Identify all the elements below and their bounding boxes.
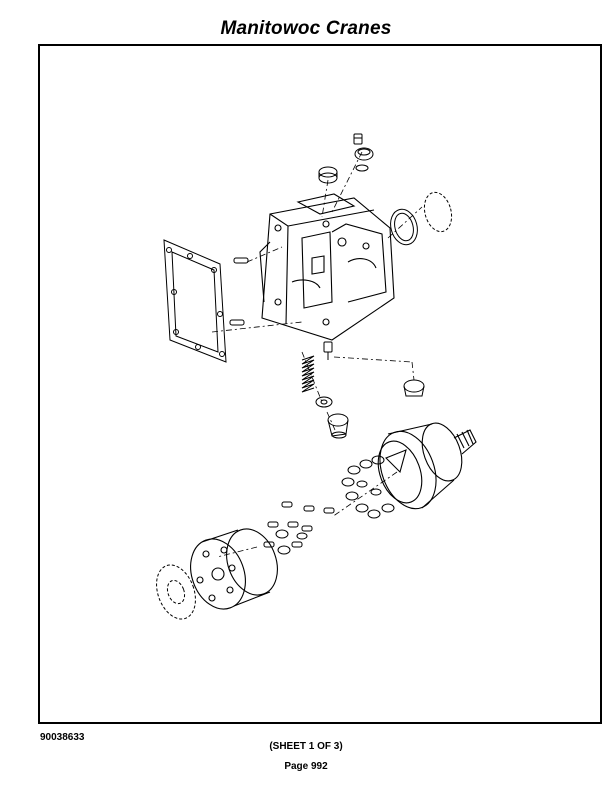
illustration-frame: [38, 44, 602, 724]
retaining-ring: [423, 191, 453, 233]
main-housing: [259, 193, 395, 341]
leader-lines: [211, 151, 423, 558]
small-pistons: [263, 501, 335, 555]
cylinder-block: [190, 528, 278, 610]
spring: [301, 355, 315, 393]
seal-ring: [390, 208, 418, 246]
drive-shaft: [377, 422, 477, 510]
page-title: Manitowoc Cranes: [220, 18, 392, 39]
cap-nut: [403, 379, 425, 397]
dowel-pins: [229, 257, 249, 326]
valve-plate: [156, 564, 196, 620]
drawing-number: 90038633: [40, 732, 85, 743]
bleeder-fitting: [353, 133, 374, 172]
page-number: Page 992: [284, 761, 328, 772]
exploded-parts-diagram: [156, 133, 477, 620]
sheet-label: (SHEET 1 OF 3): [269, 741, 343, 752]
cap-screw: [323, 341, 333, 360]
bushing: [327, 413, 349, 439]
piston-set: [341, 455, 395, 519]
gasket-plate: [163, 239, 227, 363]
plug-fitting: [318, 166, 338, 184]
bearing: [315, 396, 333, 408]
